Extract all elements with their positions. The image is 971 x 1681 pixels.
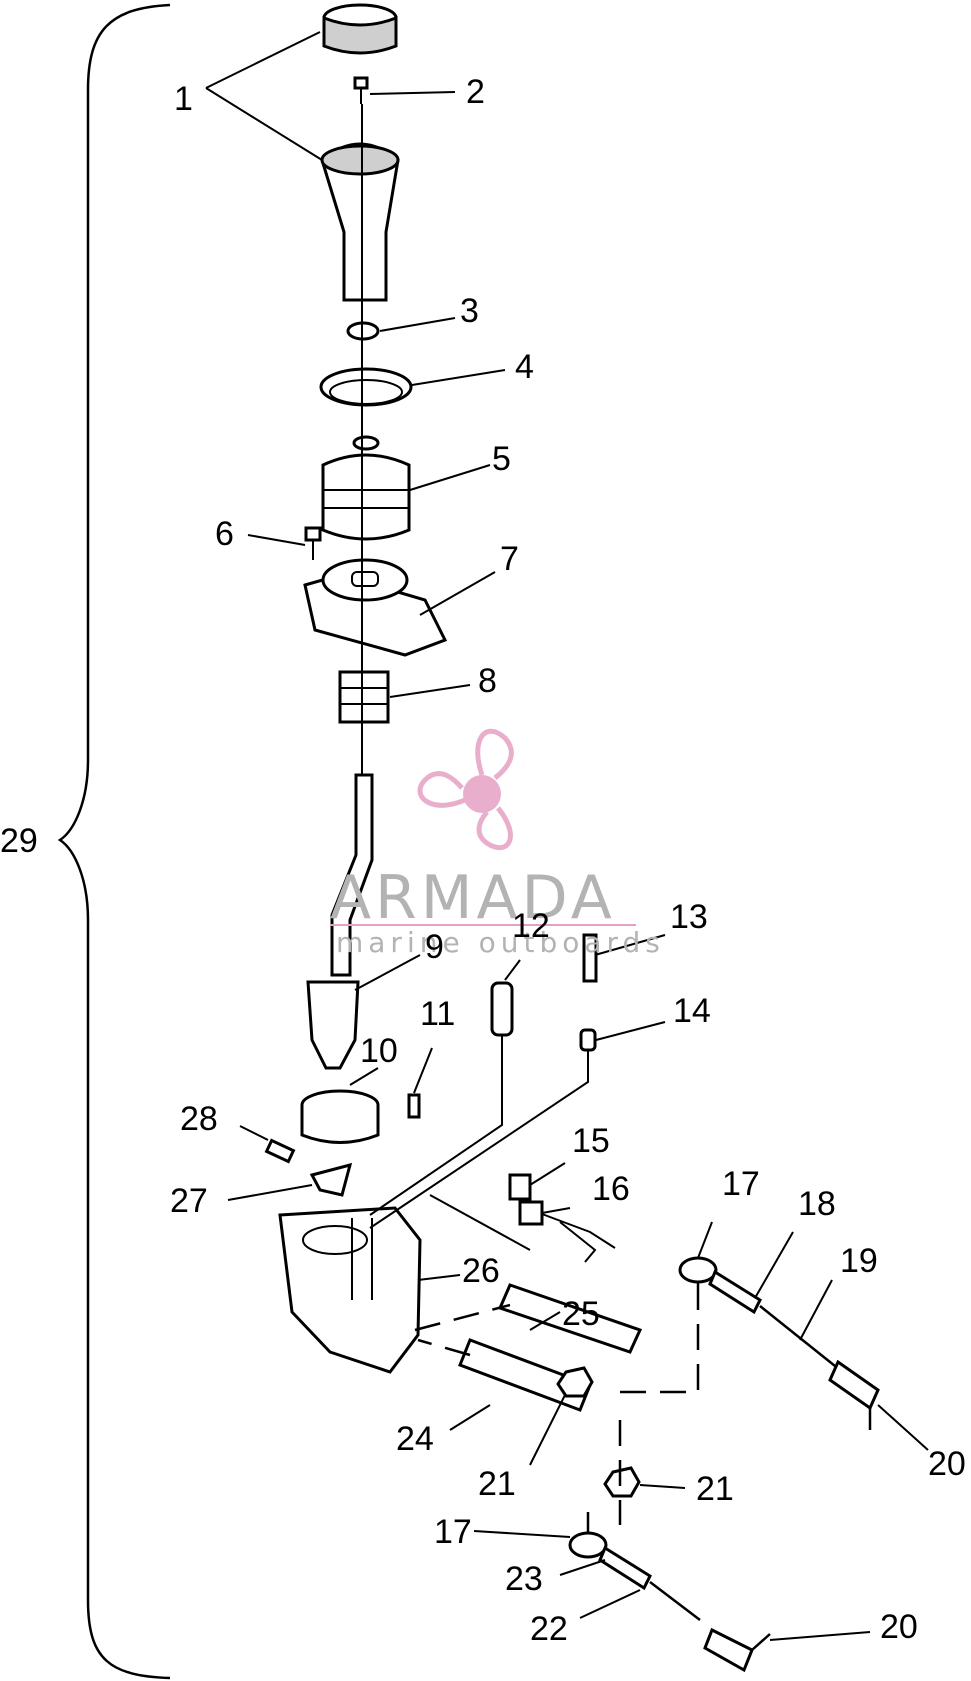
assembly-brace	[57, 3, 171, 1680]
part-tie-rod-upper	[678, 1256, 880, 1430]
part-bolt-6	[304, 526, 322, 560]
label-21-lower: 21	[696, 1470, 734, 1508]
label-9: 9	[425, 928, 444, 966]
part-collar	[300, 1089, 380, 1144]
propeller-logo-icon	[463, 775, 501, 813]
part-boot	[321, 435, 411, 541]
part-cable-end-24	[458, 1338, 592, 1412]
label-5: 5	[492, 440, 511, 478]
label-7: 7	[500, 540, 519, 578]
label-6: 6	[215, 515, 234, 553]
part-housing-plate	[303, 558, 448, 657]
part-roll-pin	[264, 1138, 296, 1164]
label-20-upper: 20	[928, 1445, 966, 1483]
part-pin	[490, 981, 514, 1037]
part-spring-13	[582, 933, 598, 983]
label-27: 27	[170, 1182, 208, 1220]
part-nut-lower	[603, 1466, 641, 1498]
part-spring-8	[338, 670, 390, 724]
label-16: 16	[592, 1170, 630, 1208]
label-3: 3	[460, 292, 479, 330]
label-22: 22	[530, 1610, 568, 1648]
part-set-screw	[407, 1093, 421, 1119]
part-detent	[579, 1028, 597, 1052]
part-nut-upper	[556, 1366, 594, 1398]
label-24: 24	[396, 1420, 434, 1458]
pin-guide-lines	[369, 1035, 589, 1251]
label-10: 10	[360, 1032, 398, 1070]
part-tie-rod-lower	[568, 1512, 771, 1673]
part-main-housing	[278, 1206, 422, 1374]
label-26: 26	[462, 1252, 500, 1290]
label-8: 8	[478, 662, 497, 700]
label-20-lower: 20	[880, 1608, 918, 1646]
leader-lines	[205, 31, 929, 1641]
watermark-title: ARMADA	[330, 863, 616, 933]
label-11: 11	[420, 995, 455, 1033]
watermark-subtitle: marine outboards	[336, 926, 665, 959]
label-19: 19	[840, 1242, 878, 1280]
label-29: 29	[0, 822, 38, 860]
label-25: 25	[562, 1295, 600, 1333]
label-1: 1	[174, 80, 193, 118]
label-21-upper: 21	[478, 1465, 516, 1503]
label-4: 4	[515, 348, 534, 386]
cable-dashes	[414, 1303, 700, 1525]
part-knob	[320, 3, 400, 302]
label-15: 15	[572, 1122, 610, 1160]
label-17-upper: 17	[722, 1165, 760, 1203]
part-switch	[508, 1173, 532, 1201]
label-23: 23	[505, 1560, 543, 1598]
label-13: 13	[670, 898, 708, 936]
label-2: 2	[466, 73, 485, 111]
part-ring	[319, 367, 413, 407]
part-harness	[518, 1200, 616, 1263]
part-cable-end-25	[497, 1283, 643, 1354]
label-12: 12	[512, 907, 550, 945]
label-14: 14	[673, 992, 711, 1030]
watermark-logo	[417, 728, 514, 850]
label-18: 18	[798, 1185, 836, 1223]
part-clip	[309, 1162, 353, 1197]
label-17-lower: 17	[434, 1513, 472, 1551]
label-28: 28	[180, 1100, 218, 1138]
part-screw-top	[353, 76, 369, 104]
